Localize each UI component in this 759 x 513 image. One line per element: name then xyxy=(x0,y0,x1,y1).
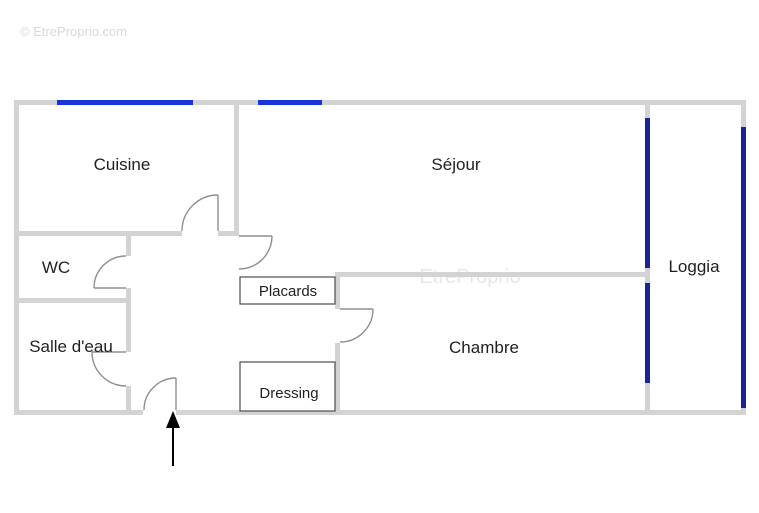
door-cuisine-arc xyxy=(181,194,219,232)
wall-outer-top xyxy=(14,100,746,105)
wall-chambre-left-b xyxy=(335,343,340,415)
window-sejour xyxy=(258,100,322,105)
room-label-loggia: Loggia xyxy=(668,257,720,276)
door-chambre-arc xyxy=(339,308,374,343)
window-loggia-outer xyxy=(741,127,746,408)
door-entrance-arc xyxy=(143,377,177,411)
wall-wc-bottom xyxy=(14,298,131,303)
room-label-cuisine: Cuisine xyxy=(94,155,151,174)
wall-outer-left xyxy=(14,100,19,415)
room-label-salle-deau: Salle d'eau xyxy=(29,337,113,356)
room-label-sejour: Séjour xyxy=(431,155,480,174)
room-label-placards: Placards xyxy=(259,283,317,300)
room-label-wc: WC xyxy=(42,258,70,277)
wall-cuisine-right xyxy=(234,100,239,236)
window-loggia-lower xyxy=(645,283,650,383)
wall-cuisine-bottom-b xyxy=(218,231,239,236)
door-wc-arc xyxy=(93,255,127,289)
entrance-arrow-head xyxy=(166,411,180,428)
wall-sejour-bottom xyxy=(335,272,645,277)
door-salle-deau-arc xyxy=(91,351,127,387)
wall-outer-bottom-right xyxy=(176,410,746,415)
window-loggia-upper xyxy=(645,118,650,268)
dressing-box xyxy=(239,361,336,412)
wall-bath-right-a xyxy=(126,231,131,256)
wall-chambre-left-a xyxy=(335,272,340,309)
watermark-top-left: © EtreProprio.com xyxy=(20,24,127,39)
placards-box xyxy=(239,276,336,305)
wall-bath-right-b xyxy=(126,288,131,352)
room-label-dressing: Dressing xyxy=(259,385,318,402)
wall-outer-bottom-left xyxy=(14,410,143,415)
wall-cuisine-bottom-a xyxy=(14,231,182,236)
window-cuisine xyxy=(57,100,193,105)
room-label-chambre: Chambre xyxy=(449,338,519,357)
door-sejour-arc xyxy=(238,235,273,270)
wall-bath-right-c xyxy=(126,386,131,415)
